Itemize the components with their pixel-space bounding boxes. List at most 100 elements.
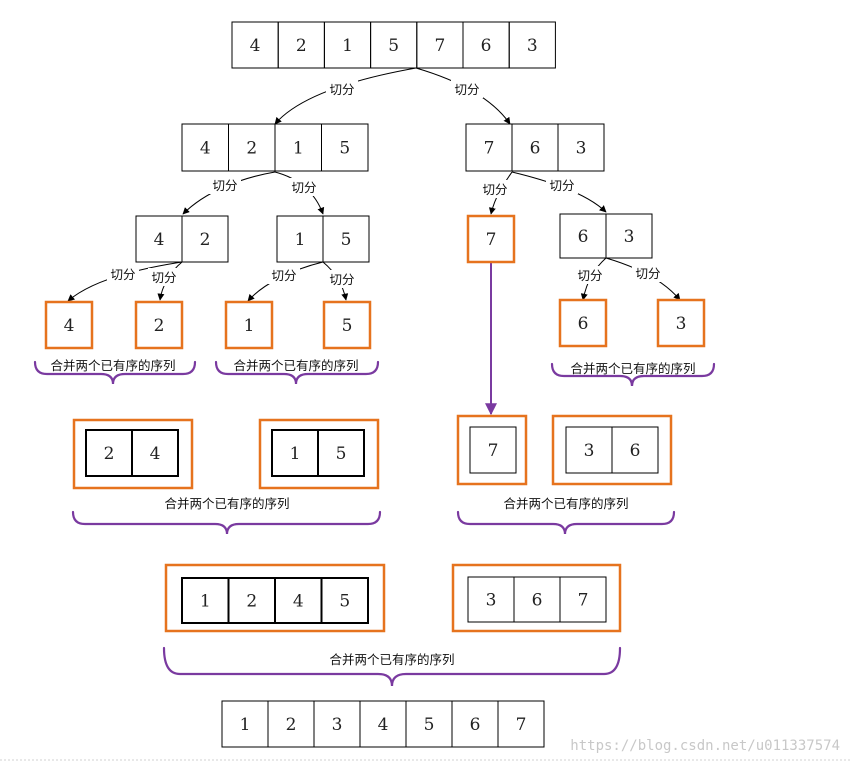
array-cell [497,700,545,748]
array-cell-value: 3 [676,314,687,334]
watermark-text: https://blog.csdn.net/u011337574 [570,738,840,754]
array-leaf-f: 3 [676,314,687,334]
array-cell-value: 1 [342,36,353,56]
array-cell [557,123,605,172]
array-cell-value: 2 [286,715,297,735]
array-cell-value: 4 [64,316,75,336]
split-label: 切分 [577,268,602,283]
merge-label: 合并两个已有序的序列 [233,358,358,373]
array-cell-value: 5 [339,139,350,159]
array-cell-value: 1 [200,592,211,612]
array-cell [321,123,369,172]
array-cell-value: 5 [341,230,352,250]
array-cell-value: 6 [470,715,481,735]
split-labels: 切分 切分 切分 切分 切分 切分 切分 切分 切分 切分 切分 切分 [107,80,664,288]
array-cell [320,577,369,624]
frame-m1-d [551,414,673,486]
frame-m1-a [72,418,194,490]
array-cell [322,215,370,263]
brace-m2 [162,646,622,687]
array-cell-value: 5 [339,592,350,612]
array-cell-value: 2 [246,592,257,612]
array-leaf-c: 1 [244,316,255,336]
frame-leaf-e [558,298,608,348]
array-cell [605,213,653,259]
array-l2-c: 7 [486,230,497,250]
array-cell-value: 7 [486,230,497,250]
split-label: 切分 [271,268,296,283]
array-cell [611,426,659,474]
split-label: 切分 [110,267,135,282]
array-cell-value: 5 [336,444,347,464]
frame-m2-b [451,563,622,633]
array-m1-c: 7 [469,426,517,474]
array-cell-value: 6 [481,36,492,56]
array-cell-value: 7 [578,591,589,611]
frame-leaf-a [44,300,94,350]
array-cell-value: 7 [488,441,499,461]
split-label: 切分 [549,178,574,193]
array-cell-value: 1 [295,230,306,250]
array-cell-value: 3 [576,139,587,159]
array-cell-value: 6 [578,314,589,334]
split-label: 切分 [329,82,354,97]
split-label: 切分 [291,180,316,195]
array-cell-value: 6 [532,591,543,611]
array-leaf-e: 6 [578,314,589,334]
array-cell-value: 7 [516,715,527,735]
frame-leaf-c [224,300,274,350]
array-leaf-b: 2 [154,316,165,336]
split-label: 切分 [329,272,354,287]
highlight-frames [44,214,706,633]
array-cell-value: 1 [293,139,304,159]
array-cell-value: 2 [154,316,165,336]
array-leaf-d: 5 [342,316,353,336]
array-cell-value: 2 [246,139,257,159]
brace-leaves-ab [33,360,197,385]
array-cell-value: 2 [104,444,115,464]
split-label: 切分 [151,270,176,285]
array-cell-value: 3 [527,36,538,56]
merge-label: 合并两个已有序的序列 [503,496,628,511]
brace-m1-left [71,510,382,535]
array-cell [131,429,179,477]
array-cell-value: 6 [630,441,641,461]
frame-m1-b [258,418,380,490]
brace-m1-right [456,510,676,535]
merge-labels: 合并两个已有序的序列 合并两个已有序的序列 合并两个已有序的序列 合并两个已有序… [50,358,695,667]
array-cell-value: 7 [484,139,495,159]
frame-leaf-b [134,300,184,350]
merge-label: 合并两个已有序的序列 [164,496,289,511]
array-cell-value: 3 [584,441,595,461]
frame-m1-c [456,414,528,486]
array-cell-value: 2 [296,36,307,56]
array-cell [317,429,365,477]
array-cell-value: 7 [434,36,445,56]
array-cell-value: 5 [424,715,435,735]
array-cell-value: 4 [293,592,304,612]
merge-label: 合并两个已有序的序列 [329,652,454,667]
array-cell [469,426,517,474]
split-label: 切分 [212,178,237,193]
array-cell-value: 1 [240,715,251,735]
array-cell-value: 4 [154,230,165,250]
array-cell [181,215,229,263]
array-cell-value: 5 [388,36,399,56]
brace-leaves-ef [550,362,716,387]
array-cell-value: 3 [624,227,635,247]
array-cell-value: 4 [378,715,389,735]
array-cell-value: 1 [244,316,255,336]
merge-label: 合并两个已有序的序列 [50,358,175,373]
